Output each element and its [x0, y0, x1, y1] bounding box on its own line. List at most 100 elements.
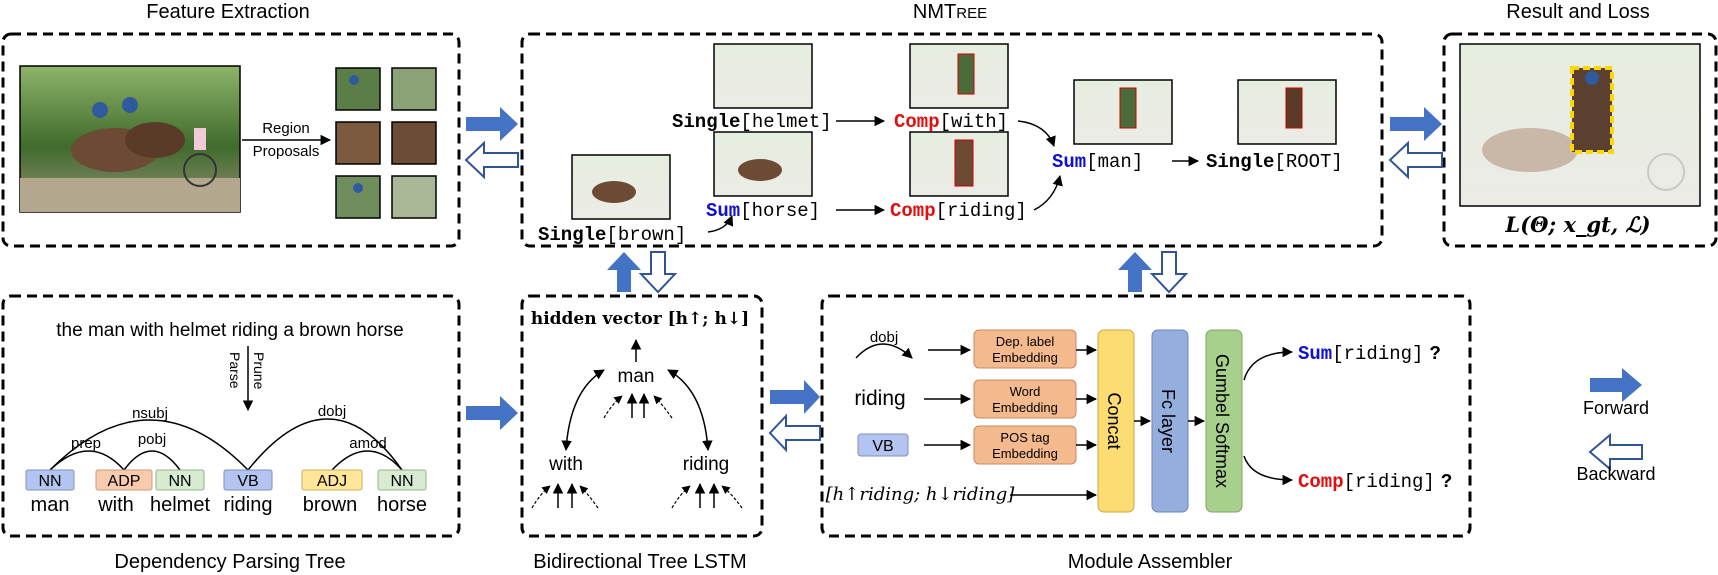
lstm-node-riding: riding	[683, 454, 729, 475]
input-vb-tag	[857, 433, 909, 457]
pos-embedding-text-1: POS tag	[1000, 430, 1049, 445]
bilstm-title: Bidirectional Tree LSTM	[533, 551, 746, 573]
backward-arrow-nmtree-to-feature	[464, 140, 519, 180]
fc-layer-label: Fc layer	[1158, 389, 1178, 453]
lstm-input-arrows-with	[531, 482, 599, 509]
word: riding	[224, 494, 273, 516]
gumbel-softmax-box	[1205, 329, 1243, 513]
arc-dobj	[247, 418, 403, 471]
module-comp-with: Comp[with]	[894, 111, 1008, 133]
lstm-node-man: man	[618, 366, 655, 387]
word-embedding-text-1: Word	[1010, 384, 1041, 399]
input-dobj-label: dobj	[870, 329, 898, 346]
result-panel	[1442, 32, 1718, 248]
arc-nsubj	[49, 419, 249, 471]
module-comp-riding: Comp[riding]	[890, 200, 1027, 222]
forward-arrow-assembler-to-nmtree	[1118, 252, 1152, 292]
arrow-with-to-man	[1017, 120, 1056, 147]
arrow-riding-to-man	[1033, 174, 1063, 211]
forward-arrow-nmtree-to-result	[1390, 107, 1442, 141]
arrow-gumbel-to-comp	[1243, 455, 1294, 486]
concat-label: Concat	[1104, 392, 1124, 449]
pos-tag: ADP	[108, 473, 141, 490]
edge-label-dobj: dobj	[318, 403, 346, 420]
pos-tag-box	[25, 469, 75, 491]
forward-arrow-dependency-to-lstm	[466, 396, 518, 430]
edge-label-pobj: pobj	[138, 431, 166, 448]
module-assembler-title: Module Assembler	[1068, 551, 1233, 573]
legend-forward-label: Forward	[1583, 398, 1649, 418]
word: brown	[303, 494, 357, 516]
pos-tag-box	[377, 469, 427, 491]
nmtree-panel	[520, 32, 1384, 248]
backward-arrow-nmtree-to-lstm	[638, 251, 678, 294]
region-proposal-crops	[335, 67, 437, 219]
result-loss-title: Result and Loss	[1506, 1, 1649, 23]
word: helmet	[150, 494, 210, 516]
dep-label-embedding-box	[973, 329, 1077, 369]
dep-label-embedding-text-1: Dep. label	[996, 334, 1055, 349]
module-sum-man: Sum[man]	[1052, 151, 1143, 173]
result-image	[1459, 43, 1701, 207]
arc-amod	[331, 450, 403, 471]
pos-tag-box	[95, 469, 153, 491]
pos-tag: NN	[38, 473, 61, 490]
feature-extraction-title: Feature Extraction	[146, 1, 309, 23]
arrow-brown-to-horse	[707, 215, 734, 233]
legend-forward-arrow-icon	[1590, 368, 1642, 402]
input-vb-label: VB	[872, 438, 893, 455]
legend-backward-arrow-icon	[1588, 432, 1643, 472]
input-photo	[19, 65, 241, 213]
pos-tag: VB	[237, 473, 258, 490]
module-single-brown: Single[brown]	[538, 224, 686, 246]
word: horse	[377, 494, 427, 516]
dobj-arc	[855, 343, 913, 359]
dep-label-embedding-text-2: Embedding	[992, 350, 1058, 365]
pos-tag: ADJ	[317, 473, 347, 490]
lstm-input-arrows-riding	[671, 482, 743, 509]
backward-arrow-result-to-nmtree	[1388, 140, 1443, 180]
bidir-arrow-man-with	[561, 369, 605, 452]
loss-formula: L(Θ; x_gt, ℒ)	[1504, 212, 1650, 237]
output-comp-riding: Comp[riding]?	[1298, 471, 1452, 493]
nmtree-title: NMTREE	[913, 1, 987, 23]
input-hidden-riding: [h↑riding; h↓riding]	[826, 484, 1016, 505]
word: man	[31, 494, 70, 516]
module-sum-horse: Sum[horse]	[706, 200, 820, 222]
dependency-tree-title: Dependency Parsing Tree	[114, 551, 345, 573]
pos-tag-box	[155, 469, 205, 491]
edge-label-nsubj: nsubj	[132, 405, 168, 422]
lstm-node-with: with	[548, 454, 583, 475]
input-sentence: the man with helmet riding a brown horse	[56, 320, 403, 341]
pos-tag: NN	[168, 473, 191, 490]
pos-tag: NN	[390, 473, 413, 490]
word-embedding-text-2: Embedding	[992, 400, 1058, 415]
pos-tag-box	[223, 469, 273, 491]
prune-label: Prune	[251, 352, 267, 390]
module-single-helmet: Single[helmet]	[672, 111, 832, 133]
pos-embedding-text-2: Embedding	[992, 446, 1058, 461]
dependency-panel	[1, 294, 461, 538]
region-proposals-label-1: Region	[262, 120, 310, 137]
bilstm-panel	[520, 294, 764, 538]
backward-arrow-nmtree-to-assembler	[1149, 251, 1189, 294]
word: with	[97, 494, 134, 516]
lstm-input-arrows-man	[603, 392, 673, 419]
arc-pobj	[123, 450, 181, 471]
pos-tag-box	[301, 469, 363, 491]
nmtree-thumbnails	[571, 43, 1337, 220]
assembler-panel	[820, 294, 1472, 538]
region-proposals-label-2: Proposals	[253, 143, 320, 160]
legend-backward-label: Backward	[1576, 464, 1655, 484]
gumbel-softmax-label: Gumbel Softmax	[1212, 354, 1232, 488]
arc-prep	[49, 450, 125, 471]
hidden-vector-label: hidden vector [h↑; h↓]	[531, 309, 749, 329]
input-word-riding: riding	[854, 387, 905, 410]
bidir-arrow-man-riding	[667, 369, 713, 452]
forward-arrow-lstm-to-assembler	[770, 380, 820, 414]
edge-label-prep: prep	[71, 435, 101, 452]
edge-label-amod: amod	[349, 435, 387, 452]
parse-label: Parse	[227, 352, 243, 389]
forward-arrow-feature-to-nmtree	[466, 107, 518, 141]
